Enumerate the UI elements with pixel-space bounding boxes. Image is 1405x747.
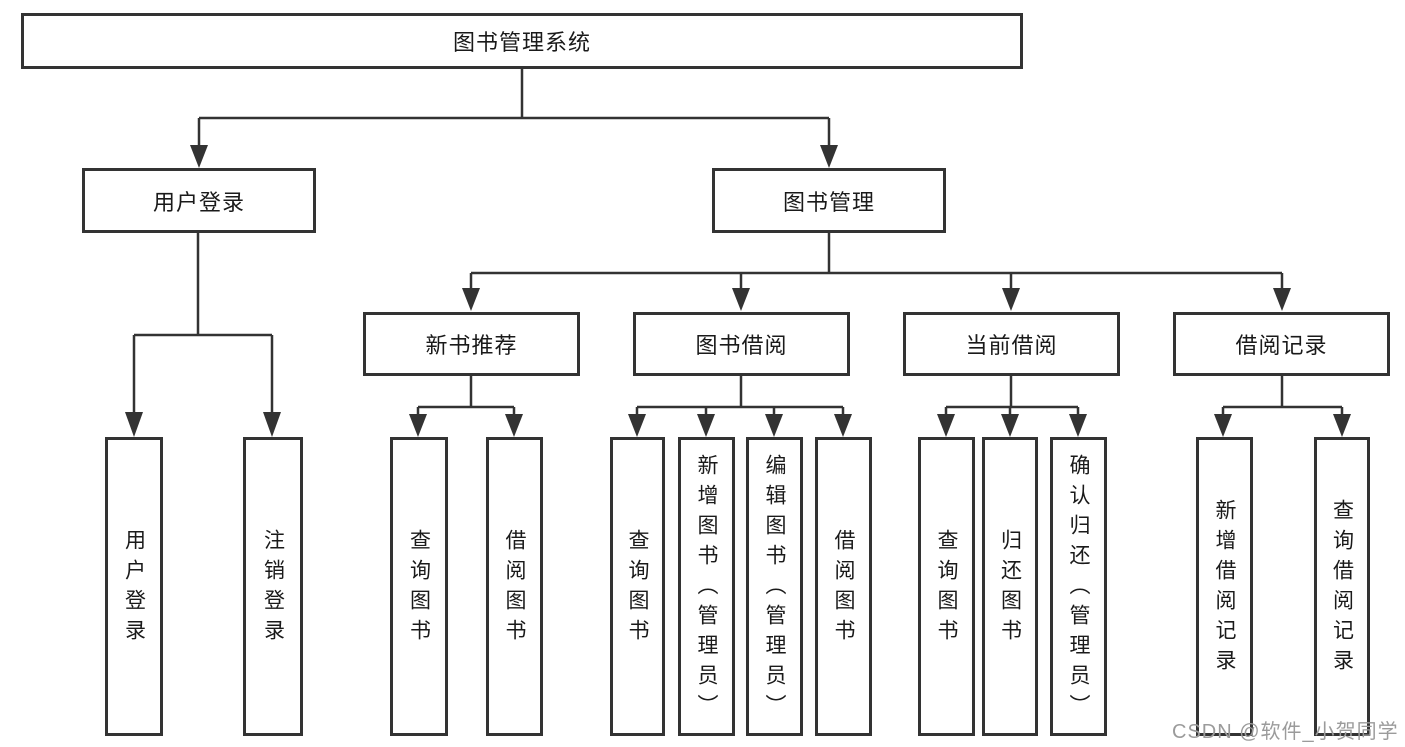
node-new-book-recommend: 新书推荐 bbox=[363, 312, 580, 376]
connector-user-login-branch bbox=[125, 232, 281, 437]
connector-book-management-branch bbox=[462, 232, 1291, 311]
leaf-query-books-current: 查询图书 bbox=[918, 437, 975, 736]
connector-root-to-level2 bbox=[190, 69, 838, 168]
node-book-borrowing: 图书借阅 bbox=[633, 312, 850, 376]
node-root-system: 图书管理系统 bbox=[21, 13, 1023, 69]
leaf-return-book: 归还图书 bbox=[982, 437, 1038, 736]
leaf-confirm-return-admin: 确认归还（管理员） bbox=[1050, 437, 1107, 736]
leaf-query-borrow-record: 查询借阅记录 bbox=[1314, 437, 1370, 736]
leaf-borrow-books-recommend: 借阅图书 bbox=[486, 437, 543, 736]
leaf-edit-book-admin: 编辑图书（管理员） bbox=[746, 437, 803, 736]
leaf-query-books-borrowing: 查询图书 bbox=[610, 437, 665, 736]
connector-borrowing-records-branch bbox=[1214, 376, 1351, 437]
node-current-borrowing: 当前借阅 bbox=[903, 312, 1120, 376]
leaf-query-books-recommend: 查询图书 bbox=[390, 437, 448, 736]
connector-current-borrowing-branch bbox=[937, 376, 1087, 437]
leaf-logout-action: 注销登录 bbox=[243, 437, 303, 736]
leaf-add-book-admin: 新增图书（管理员） bbox=[678, 437, 735, 736]
leaf-borrow-books-borrowing: 借阅图书 bbox=[815, 437, 872, 736]
node-borrowing-records: 借阅记录 bbox=[1173, 312, 1390, 376]
leaf-add-borrow-record: 新增借阅记录 bbox=[1196, 437, 1253, 736]
connector-book-borrowing-branch bbox=[628, 376, 852, 437]
node-user-login: 用户登录 bbox=[82, 168, 316, 233]
leaf-user-login-action: 用户登录 bbox=[105, 437, 163, 736]
connector-new-book-recommend-branch bbox=[409, 376, 523, 437]
watermark-text: CSDN @软件_小贺同学 bbox=[1172, 721, 1399, 743]
node-book-management: 图书管理 bbox=[712, 168, 946, 233]
